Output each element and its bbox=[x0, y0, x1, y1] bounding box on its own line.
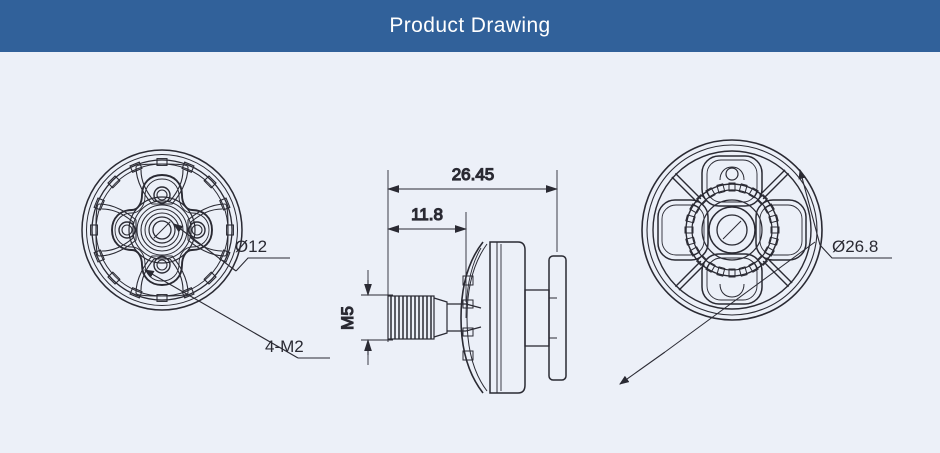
bell-spokes bbox=[671, 169, 793, 291]
extension-lines bbox=[387, 170, 558, 342]
side-view-geometry: 26.45 11.8 M5 bbox=[337, 164, 567, 394]
len-total-dimension: 26.45 bbox=[386, 164, 559, 193]
dia268-callout: Ø26.8 bbox=[619, 168, 892, 385]
bell-cutouts bbox=[657, 155, 807, 305]
hub-plate bbox=[111, 174, 213, 286]
header-bar: Product Drawing bbox=[0, 0, 940, 52]
thread-m5-label: M5 bbox=[338, 306, 357, 330]
dia268-label: Ø26.8 bbox=[832, 237, 878, 256]
dia12-callout: Ø12 bbox=[173, 223, 290, 272]
rear-view: Ø26.8 bbox=[619, 139, 892, 385]
threaded-shaft bbox=[387, 295, 482, 340]
fourm2-callout: 4-M2 bbox=[144, 269, 330, 359]
thread-m5-dimension: M5 bbox=[337, 270, 393, 365]
knurled-hub bbox=[684, 182, 780, 278]
page-title: Product Drawing bbox=[389, 14, 551, 37]
rear-boss-and-cap bbox=[524, 255, 567, 381]
bottom-pocket-nub bbox=[719, 283, 745, 298]
motor-body bbox=[489, 241, 526, 394]
len-shaft-label: 11.8 bbox=[411, 205, 443, 224]
front-view-geometry bbox=[81, 149, 243, 311]
bell-profile bbox=[460, 241, 488, 394]
drawing-canvas: Ø12 4-M2 bbox=[0, 52, 940, 453]
len-total-label: 26.45 bbox=[452, 165, 495, 184]
dia12-label: Ø12 bbox=[235, 237, 267, 256]
fourm2-label: 4-M2 bbox=[265, 337, 304, 356]
side-view: 26.45 11.8 M5 bbox=[337, 164, 567, 394]
rear-view-geometry bbox=[641, 139, 823, 321]
center-boss bbox=[128, 196, 196, 264]
center-bore bbox=[701, 199, 763, 261]
len-shaft-dimension: 11.8 bbox=[386, 204, 468, 233]
front-view: Ø12 4-M2 bbox=[81, 149, 330, 359]
m2-screw-holes bbox=[118, 186, 206, 274]
top-pocket-nub bbox=[719, 166, 745, 181]
